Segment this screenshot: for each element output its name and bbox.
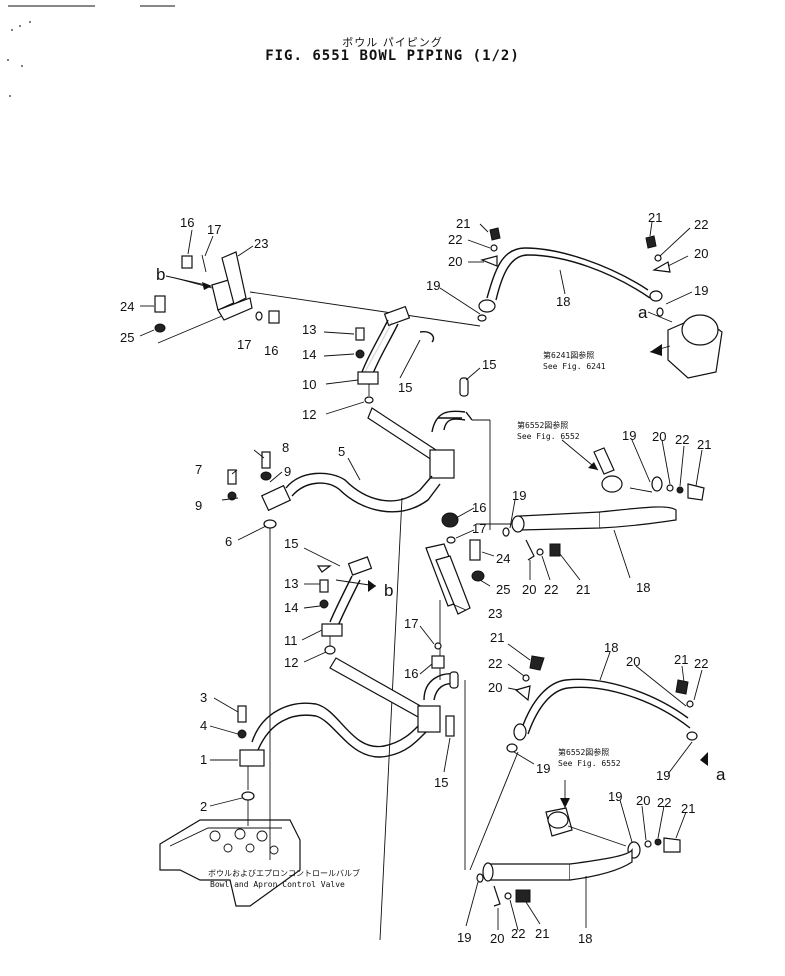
- part-label: 22: [544, 582, 558, 597]
- part-label: 16: [472, 500, 486, 515]
- part-label: 22: [448, 232, 462, 247]
- part-label: 21: [681, 801, 695, 816]
- part-label: 18: [578, 931, 592, 946]
- note-see-6552-lower-jp: 第6552図参照: [558, 747, 609, 757]
- part-label: 14: [284, 600, 298, 615]
- part-label: a: [716, 765, 726, 784]
- part-label: 15: [284, 536, 298, 551]
- part-label: 8: [282, 440, 289, 455]
- part-label: 19: [457, 930, 471, 945]
- note-see-6552-upper-jp: 第6552図参照: [517, 420, 568, 430]
- note-see-6241-en: See Fig. 6241: [543, 362, 606, 371]
- part-labels: 16 17 23 b 24 25 17 16 21 22 20 19 18 21…: [120, 210, 726, 946]
- part-label: 1: [200, 752, 207, 767]
- part-label: 19: [622, 428, 636, 443]
- tube-assembly-upper: [221, 305, 466, 860]
- part-label: 15: [398, 380, 412, 395]
- part-label: 19: [536, 761, 550, 776]
- part-label: 15: [434, 775, 448, 790]
- part-label: 19: [656, 768, 670, 783]
- part-label: 18: [556, 294, 570, 309]
- part-label: 23: [254, 236, 268, 251]
- part-label: 22: [694, 656, 708, 671]
- part-label: 22: [675, 432, 689, 447]
- part-label: b: [156, 265, 165, 284]
- part-label: 21: [490, 630, 504, 645]
- part-label: b: [384, 581, 393, 600]
- part-label: 10: [302, 377, 316, 392]
- control-valve: [159, 800, 301, 907]
- part-label: 19: [608, 789, 622, 804]
- part-label: 12: [284, 655, 298, 670]
- part-label: 22: [488, 656, 502, 671]
- part-label: 21: [697, 437, 711, 452]
- part-label: 21: [674, 652, 688, 667]
- part-label: 22: [694, 217, 708, 232]
- part-label: 14: [302, 347, 316, 362]
- part-label: 20: [490, 931, 504, 946]
- bracket-assembly-middle: [379, 497, 485, 941]
- part-label: 24: [120, 299, 134, 314]
- title-japanese: ボウル パイピング: [342, 36, 443, 49]
- part-label: 5: [338, 444, 345, 459]
- part-label: 17: [404, 616, 418, 631]
- scan-marks: [7, 5, 175, 97]
- part-label: 17: [237, 337, 251, 352]
- hose-middle: [459, 377, 705, 561]
- part-label: 21: [576, 582, 590, 597]
- part-label: a: [638, 303, 648, 322]
- note-valve-jp: ボウルおよびエプロンコントロールバルブ: [208, 868, 360, 878]
- hose-upper-right: [477, 227, 723, 379]
- part-label: 11: [284, 633, 298, 648]
- part-label: 16: [404, 666, 418, 681]
- part-label: 22: [511, 926, 525, 941]
- part-label: 22: [657, 795, 671, 810]
- part-label: 7: [195, 462, 202, 477]
- part-label: 20: [626, 654, 640, 669]
- part-label: 12: [302, 407, 316, 422]
- bracket-assembly-upper: [154, 251, 481, 344]
- part-label: 25: [496, 582, 510, 597]
- part-label: 21: [648, 210, 662, 225]
- note-see-6552-upper-en: See Fig. 6552: [517, 432, 580, 441]
- part-label: 16: [180, 215, 194, 230]
- hose-lower-right: [469, 655, 708, 907]
- part-label: 9: [195, 498, 202, 513]
- part-label: 20: [488, 680, 502, 695]
- part-label: 13: [302, 322, 316, 337]
- part-label: 19: [694, 283, 708, 298]
- part-label: 3: [200, 690, 207, 705]
- part-label: 21: [535, 926, 549, 941]
- note-see-6552-lower-en: See Fig. 6552: [558, 759, 621, 768]
- tube-assembly-lower: [237, 556, 459, 801]
- part-label: 17: [472, 521, 486, 536]
- part-label: 20: [522, 582, 536, 597]
- part-label: 4: [200, 718, 207, 733]
- part-label: 20: [652, 429, 666, 444]
- part-label: 19: [426, 278, 440, 293]
- note-valve-en: Bowl and Apron Control Valve: [210, 880, 345, 889]
- part-label: 6: [225, 534, 232, 549]
- part-label: 15: [482, 357, 496, 372]
- part-label: 18: [604, 640, 618, 655]
- part-label: 13: [284, 576, 298, 591]
- part-label: 17: [207, 222, 221, 237]
- part-label: 19: [512, 488, 526, 503]
- part-label: 16: [264, 343, 278, 358]
- part-label: 21: [456, 216, 470, 231]
- part-label: 9: [284, 464, 291, 479]
- part-label: 20: [694, 246, 708, 261]
- part-label: 18: [636, 580, 650, 595]
- figure-title: FIG. 6551 BOWL PIPING (1/2): [265, 48, 520, 64]
- part-label: 24: [496, 551, 510, 566]
- part-label: 2: [200, 799, 207, 814]
- note-see-6241-jp: 第6241図参照: [543, 350, 594, 360]
- leader-lines: [139, 221, 703, 931]
- part-label: 20: [636, 793, 650, 808]
- part-label: 25: [120, 330, 134, 345]
- part-label: 20: [448, 254, 462, 269]
- part-label: 23: [488, 606, 502, 621]
